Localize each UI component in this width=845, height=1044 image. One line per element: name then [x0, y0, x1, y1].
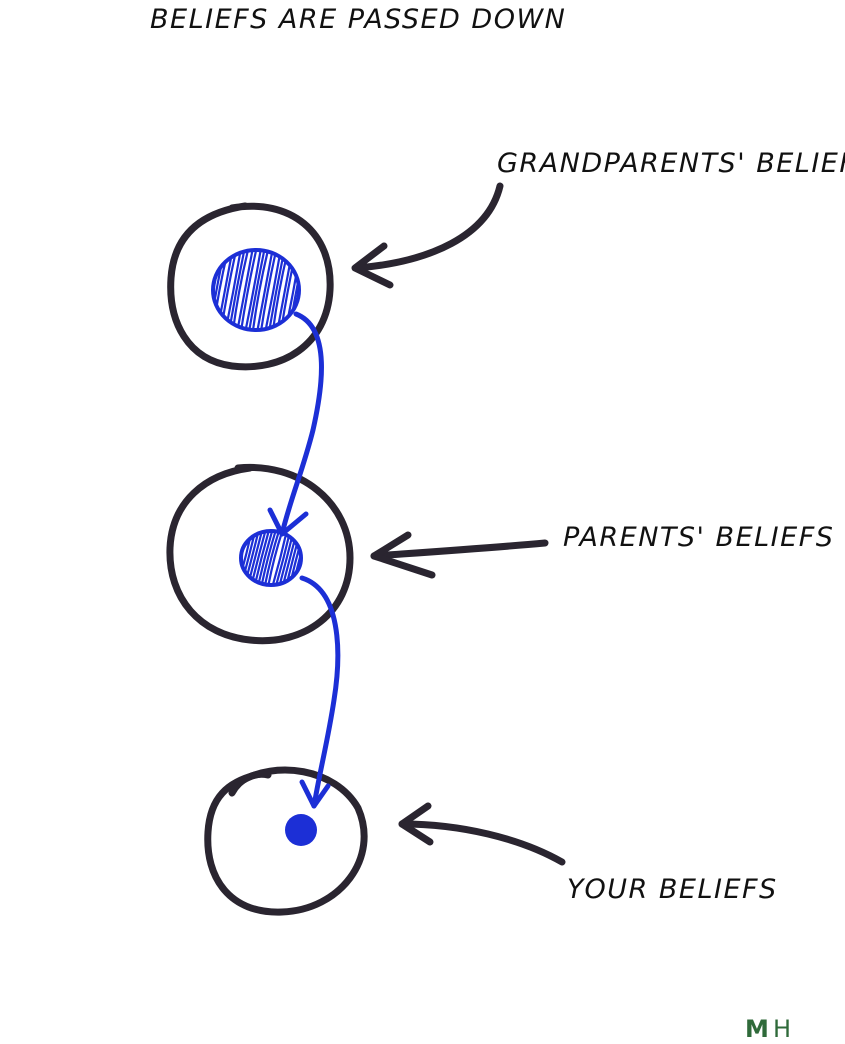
hatch-stroke — [242, 250, 264, 330]
hatch-stroke — [255, 531, 276, 585]
label-your-beliefs: YOUR BELIEFS — [567, 874, 778, 905]
your-core — [285, 814, 317, 846]
hatch-stroke — [265, 531, 287, 585]
hatch-stroke — [262, 531, 283, 585]
hatch-stroke — [283, 531, 301, 585]
flow-arrowhead-you — [299, 779, 331, 809]
hatch-stroke — [244, 531, 266, 585]
parents-pointer-arrowhead — [370, 531, 436, 579]
your-ring — [204, 766, 368, 916]
grandparents-pointer-arrowhead — [351, 242, 394, 289]
parents-core — [239, 529, 303, 587]
flow-arrow-parents-to-you — [299, 575, 341, 809]
grandparents-pointer-arrow — [353, 182, 504, 272]
hatch-stroke — [241, 531, 262, 585]
label-parents-beliefs: PARENTS' BELIEFS — [563, 522, 834, 553]
hatch-stroke — [290, 531, 301, 585]
hatch-stroke — [272, 531, 294, 585]
your-pointer-arrowhead — [398, 802, 434, 846]
mh-logo: M H — [745, 1015, 791, 1043]
hatch-stroke — [251, 531, 273, 585]
your-pointer-arrow — [398, 820, 566, 866]
hatch-stroke — [258, 531, 280, 585]
hatch-stroke — [286, 531, 301, 585]
hatch-stroke — [241, 531, 259, 585]
flow-arrow-grandparents-to-parents — [279, 311, 324, 537]
hatch-stroke — [269, 531, 290, 585]
hatch-stroke — [276, 531, 297, 585]
logo-h: H — [773, 1015, 791, 1043]
hatch-stroke — [279, 531, 301, 585]
hatch-stroke — [286, 250, 299, 330]
grandparents-core — [211, 248, 301, 332]
diagram-title: BELIEFS ARE PASSED DOWN — [150, 4, 566, 35]
hatch-stroke — [250, 250, 272, 330]
hatch-stroke — [246, 250, 268, 330]
hatch-stroke — [241, 531, 255, 585]
your-ring-overlap-tick — [228, 770, 272, 797]
grandparents-ring — [167, 202, 334, 371]
parents-pointer-arrow — [370, 539, 549, 560]
logo-m: M — [745, 1015, 769, 1043]
hatch-stroke — [213, 250, 228, 330]
label-grandparents-beliefs: GRANDPARENTS' BELIEFS — [497, 148, 845, 179]
parents-ring — [166, 463, 354, 645]
hatch-stroke — [248, 531, 269, 585]
